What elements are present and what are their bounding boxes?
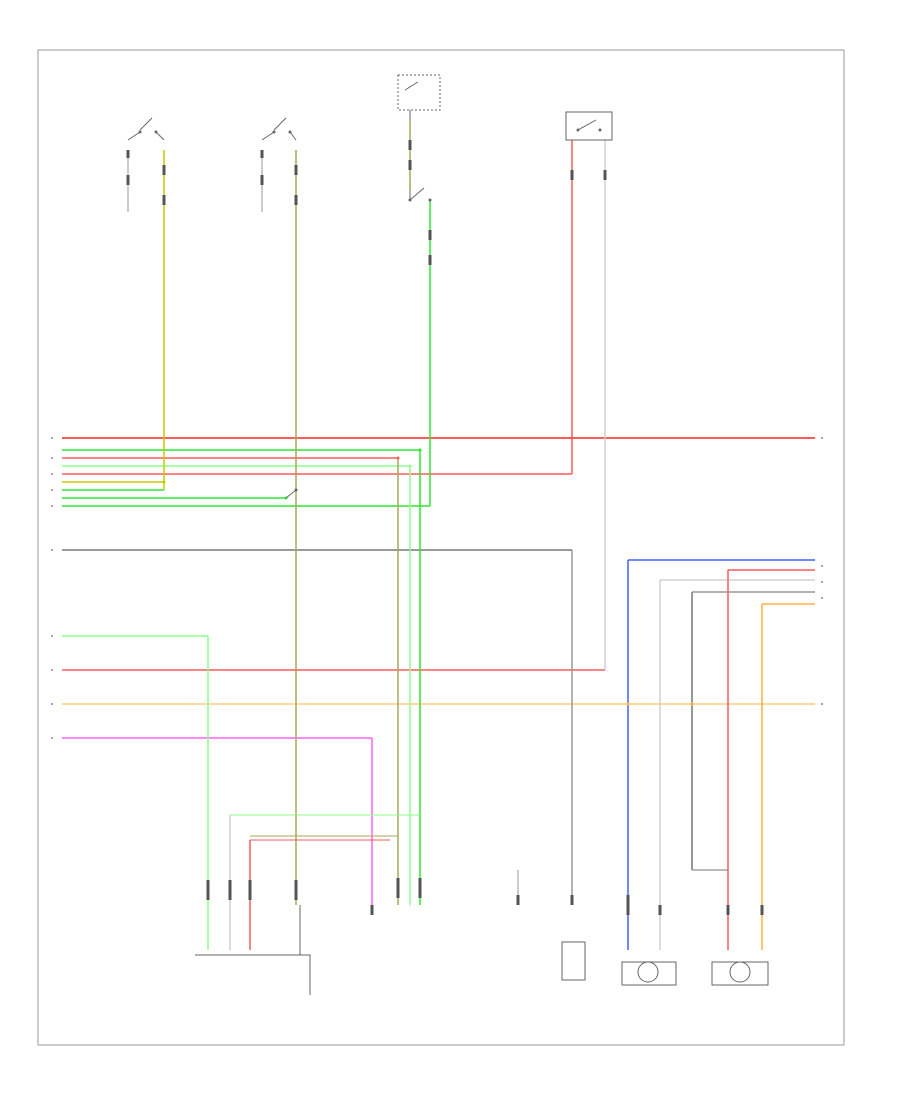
terminal-dot — [51, 635, 53, 637]
terminal-dot — [821, 597, 823, 599]
lf-door-switch — [127, 117, 165, 141]
rear-abs-sensor — [621, 961, 677, 986]
splice — [626, 702, 630, 706]
rf-door-switch — [261, 117, 297, 141]
terminal-dot — [51, 437, 53, 439]
terminal-dot — [51, 457, 53, 459]
switch-blade-icon — [409, 187, 425, 201]
terminal-dot — [821, 437, 823, 439]
terminal-dot — [821, 565, 823, 567]
vertical-wires — [127, 120, 763, 950]
splice — [162, 480, 166, 484]
ignition-switch — [397, 74, 441, 120]
terminal-dot — [51, 473, 53, 475]
abs-sensor-wheel-icon — [729, 961, 751, 983]
switch-blade-icon — [139, 117, 153, 131]
bus-wires — [62, 437, 815, 739]
connector-ticks — [126, 140, 764, 915]
terminal-dot — [51, 489, 53, 491]
module-outline-icon — [195, 954, 311, 995]
diagram-frame — [37, 49, 845, 1046]
abs-sensor-body-icon — [621, 961, 677, 986]
switch-blade-icon — [285, 489, 297, 499]
hood-ajar-module — [561, 941, 586, 981]
generic-electronic-module — [195, 905, 311, 995]
switch-blade-icon — [273, 117, 287, 131]
splice — [570, 436, 574, 440]
brake-pedal-switch — [408, 187, 432, 202]
abs-sensor-body-icon — [711, 961, 769, 986]
crash-sensor-switch — [285, 488, 298, 499]
left-terminals — [51, 437, 53, 739]
terminal-dot — [821, 703, 823, 705]
ignition-switch-box-icon — [397, 74, 441, 111]
hood-switch — [565, 111, 613, 141]
terminal-dot — [51, 505, 53, 507]
abs-sensor-wheel-icon — [637, 961, 659, 983]
right-terminals — [821, 437, 823, 705]
splice — [396, 456, 400, 460]
front-abs-sensor — [711, 961, 769, 986]
splice — [294, 436, 298, 440]
splice — [690, 702, 694, 706]
terminal-dot — [51, 549, 53, 551]
hood-switch-box-icon — [565, 111, 613, 141]
terminal-dot — [821, 581, 823, 583]
hood-ajar-box-icon — [561, 941, 586, 981]
terminal-dot — [51, 737, 53, 739]
splice — [408, 464, 412, 468]
terminal-dot — [51, 669, 53, 671]
terminal-dot — [51, 703, 53, 705]
splice — [418, 448, 422, 452]
splice-dots — [162, 436, 694, 706]
